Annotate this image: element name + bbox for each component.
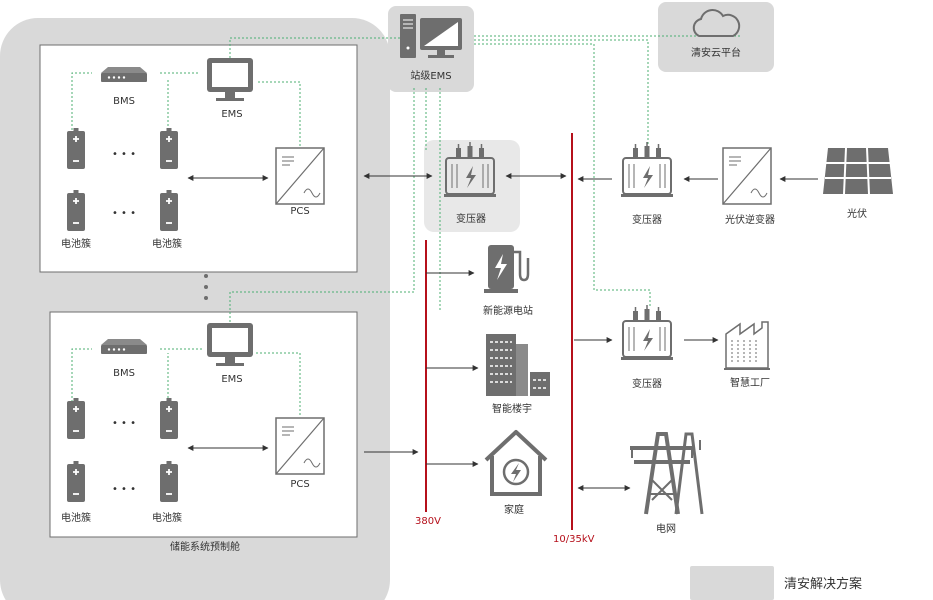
charging-station-icon xyxy=(484,245,530,293)
battery-cluster-label: 电池簇 xyxy=(61,511,91,524)
bus-10-35kv-label: 10/35kV xyxy=(553,534,595,545)
battery-icon xyxy=(66,189,86,232)
pcs-label: PCS xyxy=(290,479,309,490)
battery-cluster-label: 电池簇 xyxy=(61,237,91,250)
battery-icon xyxy=(159,460,179,503)
home-icon xyxy=(484,430,548,496)
ellipsis: • • • xyxy=(112,418,136,429)
legend-swatch xyxy=(690,566,774,600)
station-ems-label: 站级EMS xyxy=(410,69,451,82)
transformer-icon xyxy=(620,141,674,198)
transformer-label: 变压器 xyxy=(632,213,662,226)
power-arrows xyxy=(187,173,818,491)
battery-icon xyxy=(66,127,86,170)
battery-icon xyxy=(66,460,86,503)
station-ems-icon xyxy=(400,14,462,58)
unit-ellipsis-icon xyxy=(204,274,208,300)
cloud-icon xyxy=(692,9,741,37)
battery-icon xyxy=(66,397,86,440)
bms-icon xyxy=(101,67,147,82)
pcs-label: PCS xyxy=(290,206,309,217)
pv-inverter-icon xyxy=(722,147,772,205)
bms-icon xyxy=(101,339,147,354)
grid-label: 电网 xyxy=(656,522,676,535)
building-icon xyxy=(486,334,550,396)
transformer-icon xyxy=(620,304,674,361)
ellipsis: • • • xyxy=(112,149,136,160)
ems-label: EMS xyxy=(221,374,242,385)
storage-cabin-label: 储能系统预制舱 xyxy=(170,540,240,553)
pcs-icon xyxy=(275,147,325,205)
transformer-label: 变压器 xyxy=(632,377,662,390)
ems-label: EMS xyxy=(221,109,242,120)
power-tower-icon xyxy=(630,432,704,515)
home-label: 家庭 xyxy=(504,503,524,516)
factory-icon xyxy=(724,321,770,370)
solution-panel-transformer xyxy=(424,140,520,232)
legend-label: 清安解决方案 xyxy=(784,576,862,592)
smart-factory-label: 智慧工厂 xyxy=(730,376,770,389)
bms-label: BMS xyxy=(113,368,135,379)
ellipsis: • • • xyxy=(112,484,136,495)
cloud-label: 清安云平台 xyxy=(691,46,741,59)
battery-cluster-label: 电池簇 xyxy=(152,237,182,250)
battery-icon xyxy=(159,397,179,440)
bus-380v-label: 380V xyxy=(415,516,441,527)
charging-station-label: 新能源电站 xyxy=(483,304,533,317)
battery-cluster-label: 电池簇 xyxy=(152,511,182,524)
battery-icon xyxy=(159,189,179,232)
battery-icon xyxy=(159,127,179,170)
pcs-icon xyxy=(275,417,325,475)
transformer-label: 变压器 xyxy=(456,212,486,225)
bms-label: BMS xyxy=(113,96,135,107)
pv-inverter-label: 光伏逆变器 xyxy=(725,213,775,226)
solar-panel-icon xyxy=(823,147,893,195)
smart-building-label: 智能楼宇 xyxy=(492,402,532,415)
ellipsis: • • • xyxy=(112,208,136,219)
pv-label: 光伏 xyxy=(847,207,867,220)
